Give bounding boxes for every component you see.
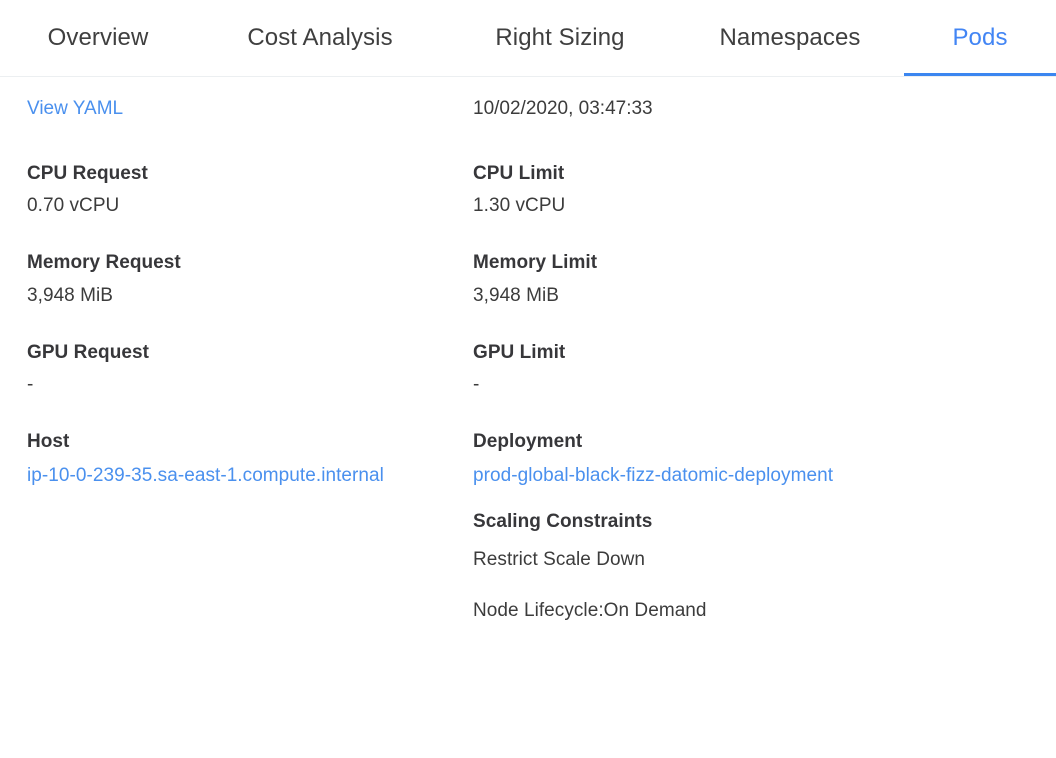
cpu-limit-value: 1.30 vCPU <box>473 195 566 217</box>
tab-pods[interactable]: Pods <box>904 0 1056 76</box>
field-deployment: Deployment prod-global-black-fizz-datomi… <box>473 430 1056 488</box>
field-gpu-request: GPU Request - <box>27 341 464 398</box>
host-label: Host <box>27 431 70 452</box>
deployment-label: Deployment <box>473 431 583 452</box>
tab-namespaces[interactable]: Namespaces <box>676 0 904 76</box>
scaling-constraint-item: Node Lifecycle:On Demand <box>473 599 707 621</box>
tab-overview[interactable]: Overview <box>0 0 196 76</box>
memory-limit-label: Memory Limit <box>473 252 598 274</box>
field-memory-limit: Memory Limit 3,948 MiB <box>473 251 1056 308</box>
gpu-request-value: - <box>27 374 34 396</box>
field-cpu-limit: CPU Limit 1.30 vCPU <box>473 162 1056 219</box>
cpu-request-value: 0.70 vCPU <box>27 195 120 217</box>
memory-request-label: Memory Request <box>27 252 181 274</box>
pod-timestamp: 10/02/2020, 03:47:33 <box>473 98 653 119</box>
memory-request-value: 3,948 MiB <box>27 284 113 306</box>
field-gpu-limit: GPU Limit - <box>473 341 1056 398</box>
field-memory-request: Memory Request 3,948 MiB <box>27 251 464 308</box>
detail-column-right: 10/02/2020, 03:47:33 CPU Limit 1.30 vCPU… <box>464 77 1056 623</box>
field-cpu-request: CPU Request 0.70 vCPU <box>27 162 464 219</box>
tab-cost-analysis[interactable]: Cost Analysis <box>196 0 444 76</box>
pod-detail-panel: View YAML CPU Request 0.70 vCPU Memory R… <box>0 77 1056 623</box>
cpu-limit-label: CPU Limit <box>473 162 565 184</box>
detail-columns: View YAML CPU Request 0.70 vCPU Memory R… <box>0 77 1056 623</box>
detail-column-left: View YAML CPU Request 0.70 vCPU Memory R… <box>0 77 464 488</box>
view-yaml-link[interactable]: View YAML <box>27 98 124 119</box>
tab-list: Overview Cost Analysis Right Sizing Name… <box>0 0 1056 76</box>
gpu-request-label: GPU Request <box>27 341 149 363</box>
deployment-link[interactable]: prod-global-black-fizz-datomic-deploymen… <box>473 464 834 486</box>
scaling-constraints-label: Scaling Constraints <box>473 511 653 533</box>
scaling-constraint-item: Restrict Scale Down <box>473 548 646 570</box>
memory-limit-value: 3,948 MiB <box>473 284 559 306</box>
field-scaling-constraints: Scaling Constraints Restrict Scale Down … <box>473 510 1056 623</box>
gpu-limit-value: - <box>473 374 480 396</box>
field-host: Host ip-10-0-239-35.sa-east-1.compute.in… <box>27 430 464 488</box>
tab-bar: Overview Cost Analysis Right Sizing Name… <box>0 0 1056 77</box>
host-link[interactable]: ip-10-0-239-35.sa-east-1.compute.interna… <box>27 464 384 486</box>
tab-right-sizing[interactable]: Right Sizing <box>444 0 676 76</box>
cpu-request-label: CPU Request <box>27 162 148 184</box>
gpu-limit-label: GPU Limit <box>473 341 566 363</box>
